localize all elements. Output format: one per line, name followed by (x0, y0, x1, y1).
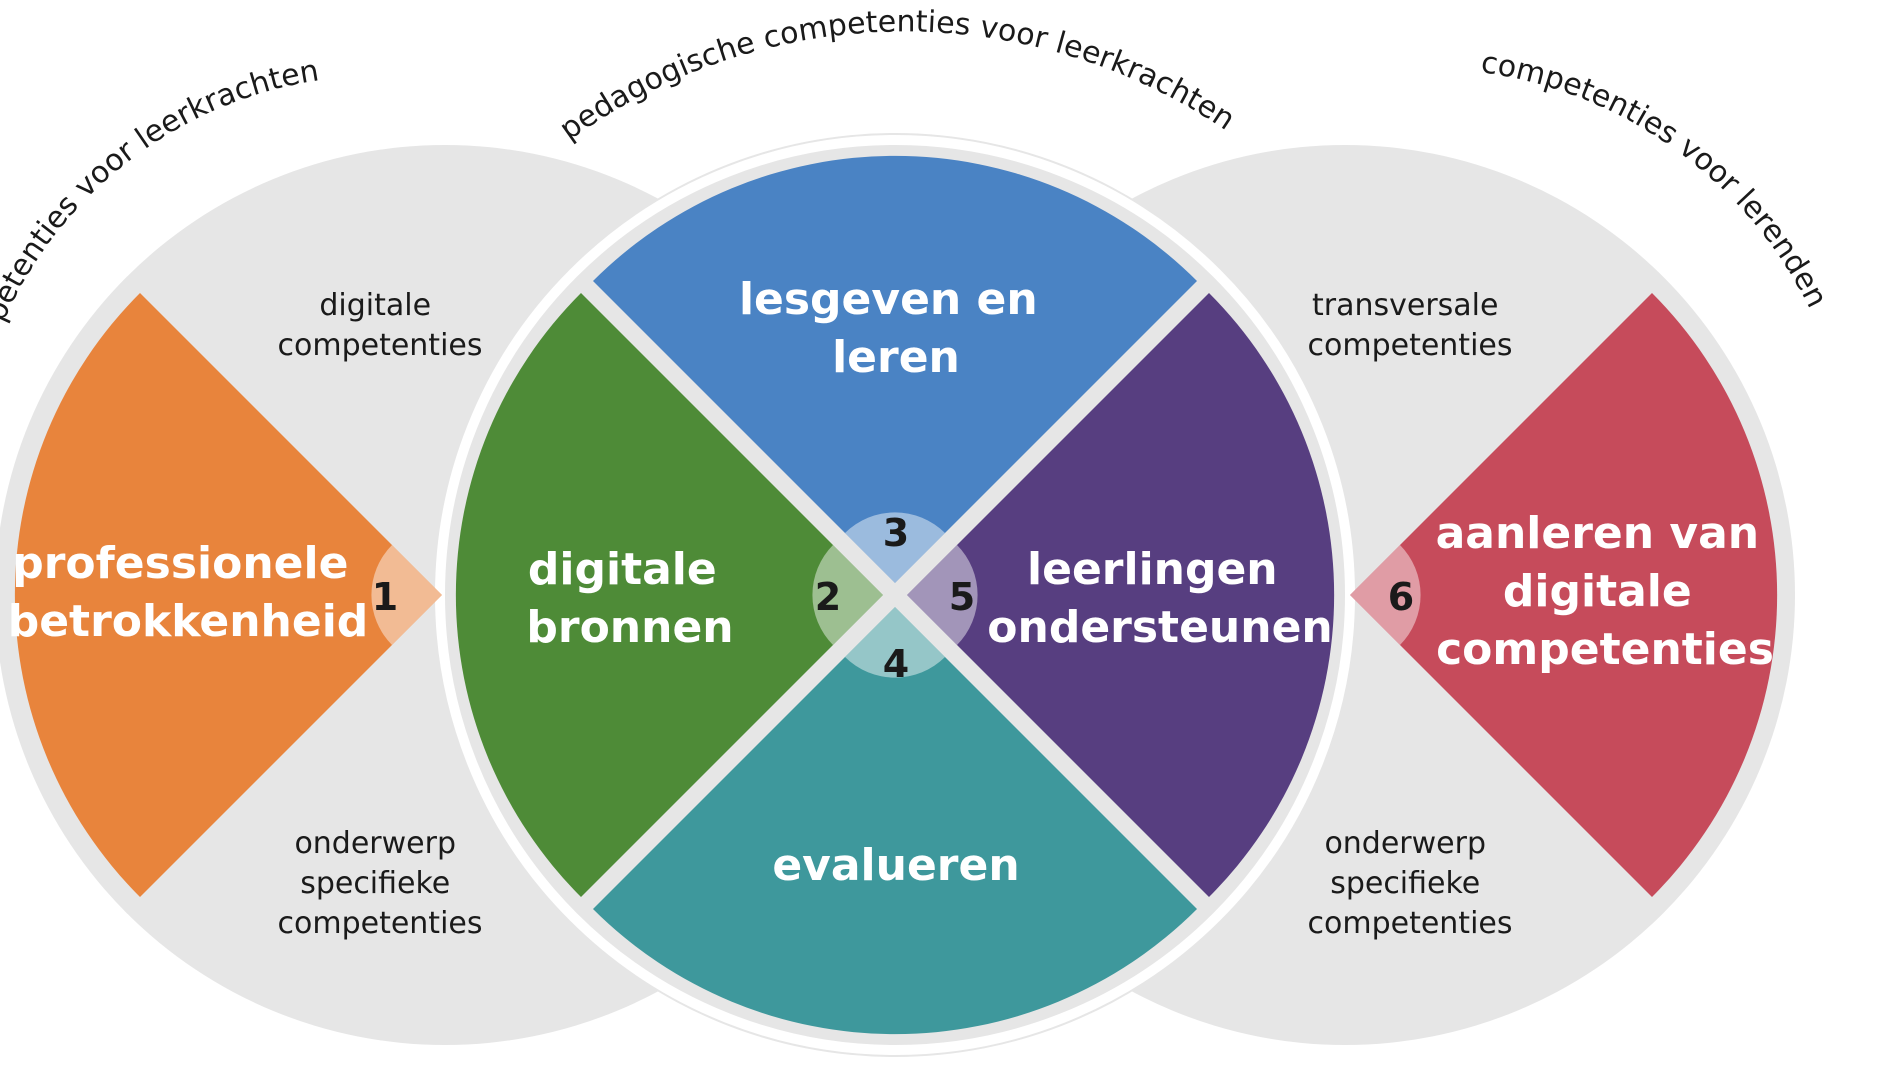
assessment-quadrant (593, 607, 1197, 1035)
right-bottom-caption-line-2: specifieke (1330, 866, 1480, 901)
badge-4-number: 4 (883, 642, 909, 686)
right-bottom-caption-line-1: onderwerp (1324, 826, 1486, 861)
badge-3-shape (845, 512, 945, 583)
facilitating-competence-wedge (1350, 293, 1778, 897)
facilitating-competence-line-3: competenties (1436, 624, 1774, 675)
badge-2-number: 2 (815, 575, 841, 619)
badge-4-shape (845, 607, 945, 678)
right-top-caption-line-2: competenties (1308, 328, 1513, 363)
badge-3-number: 3 (883, 511, 909, 555)
badge-6-number: 6 (1388, 575, 1414, 619)
badge-1-number: 1 (372, 575, 398, 619)
empowering-learners-line-1: leerlingen (1027, 544, 1278, 595)
digital-resources-line-2: bronnen (526, 602, 733, 653)
facilitating-competence-line-1: aanleren van (1436, 508, 1760, 559)
assessment-line-1: evalueren (772, 840, 1019, 891)
badge-1-shape (371, 545, 442, 645)
professional-engagement-label: professionele betrokkenheid (8, 538, 369, 647)
teaching-learning-quadrant (593, 155, 1197, 583)
digital-resources-line-1: digitale (528, 544, 717, 595)
badge-6-shape (1350, 545, 1421, 645)
right-top-caption-line-1: transversale (1312, 288, 1498, 323)
facilitating-competence-line-2: digitale (1503, 566, 1692, 617)
empowering-learners-label: leerlingen ondersteunen (987, 544, 1332, 653)
middle-arc-title-path: pedagogische competenties voor leerkrach… (553, 4, 1241, 147)
left-top-caption-line-1: digitale (319, 288, 431, 323)
teaching-learning-line-1: lesgeven en (739, 274, 1038, 325)
left-bottom-caption-line-1: onderwerp (294, 826, 456, 861)
right-top-caption: transversale competenties (1308, 288, 1513, 363)
left-bottom-caption-line-2: specifieke (300, 866, 450, 901)
facilitating-competence-label: aanleren van digitale competenties (1436, 508, 1775, 675)
empowering-learners-line-2: ondersteunen (987, 602, 1332, 653)
professional-engagement-line-1: professionele (12, 538, 348, 589)
assessment-label: evalueren (772, 840, 1019, 891)
middle-arc-title: pedagogische competenties voor leerkrach… (553, 4, 1241, 147)
left-bottom-caption: onderwerp specifieke competenties (278, 826, 483, 941)
right-bottom-caption-line-3: competenties (1308, 906, 1513, 941)
teaching-learning-line-2: leren (832, 332, 960, 383)
badge-5-number: 5 (949, 575, 975, 619)
left-bottom-caption-line-3: competenties (278, 906, 483, 941)
empowering-learners-quadrant (907, 293, 1335, 897)
badge-2-shape (812, 545, 883, 645)
center-background-circle (433, 133, 1357, 1057)
digital-resources-quadrant (455, 293, 883, 897)
digital-resources-label: digitale bronnen (526, 544, 733, 653)
teaching-learning-label: lesgeven en leren (739, 274, 1053, 383)
professional-engagement-line-2: betrokkenheid (8, 596, 369, 647)
right-bottom-caption: onderwerp specifieke competenties (1308, 826, 1513, 941)
left-top-caption: digitale competenties (278, 288, 483, 363)
professional-engagement-wedge (14, 293, 442, 897)
badge-5-shape (907, 545, 978, 645)
left-top-caption-line-2: competenties (278, 328, 483, 363)
